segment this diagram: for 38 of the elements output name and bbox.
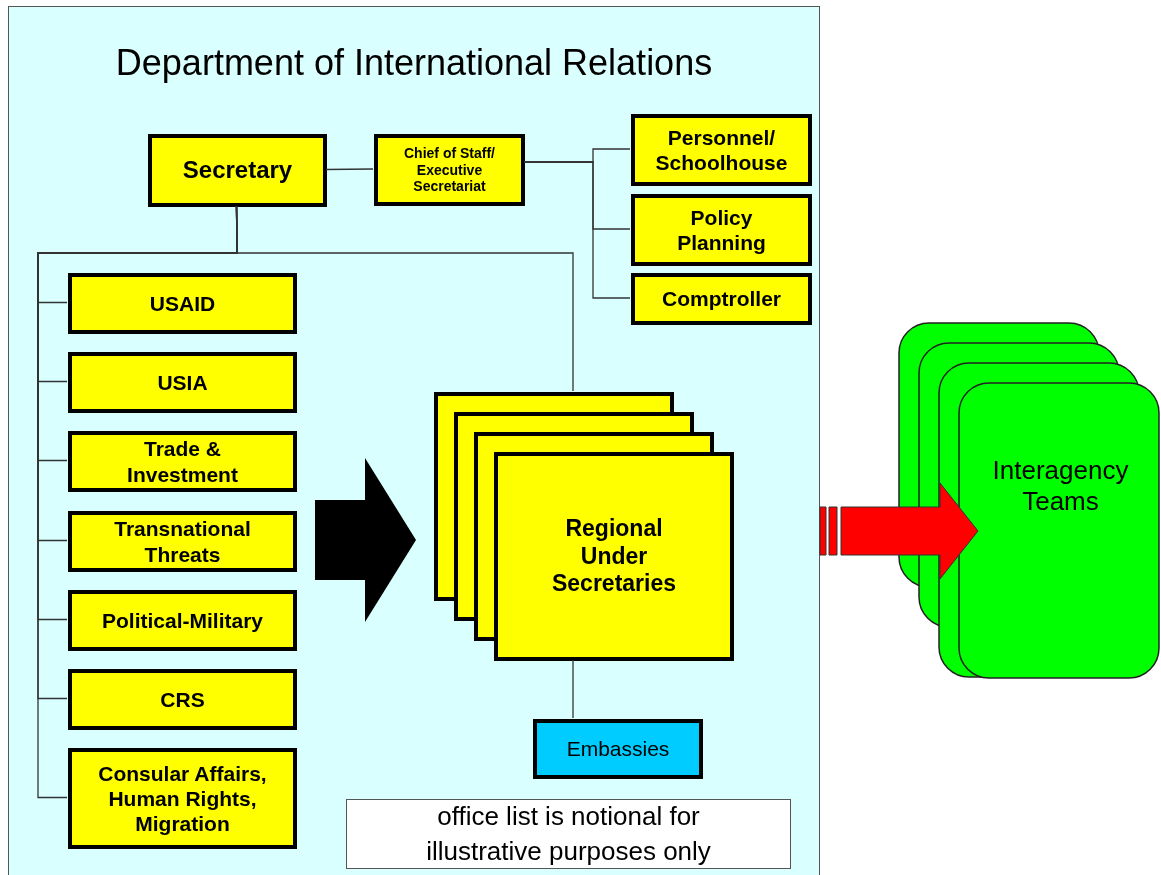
office-box bbox=[533, 719, 703, 779]
org-box bbox=[374, 134, 525, 206]
stacked-boxes bbox=[434, 392, 734, 661]
box-label: Embassies bbox=[565, 736, 671, 762]
org-box bbox=[68, 748, 297, 849]
box-label: Political-Military bbox=[100, 607, 264, 634]
note-text: office list is notional for illustrative purposes only bbox=[425, 799, 712, 868]
org-box bbox=[631, 114, 812, 186]
box-label: Policy Planning bbox=[676, 204, 767, 256]
department-panel bbox=[8, 6, 820, 875]
org-box bbox=[68, 431, 297, 492]
box-label: Secretary bbox=[181, 156, 294, 185]
org-box bbox=[68, 511, 297, 572]
note-box bbox=[346, 799, 791, 869]
org-box bbox=[148, 134, 327, 207]
org-box bbox=[68, 590, 297, 651]
box-label: Interagency Teams bbox=[991, 454, 1130, 518]
box-label: Regional Under Secretaries bbox=[550, 515, 677, 598]
box-label: Comptroller bbox=[661, 286, 782, 312]
box-label: Chief of Staff/ Executive Secretariat bbox=[403, 144, 496, 196]
box-label: USAID bbox=[148, 290, 217, 317]
box-label: Trade & Investment bbox=[126, 436, 239, 487]
box-label: CRS bbox=[159, 686, 206, 713]
stacked-cards bbox=[898, 322, 1161, 680]
block-arrow bbox=[819, 482, 979, 580]
connector-line bbox=[572, 659, 574, 719]
org-box bbox=[631, 194, 812, 266]
box-label: Personnel/ Schoolhouse bbox=[654, 124, 789, 176]
org-box bbox=[68, 352, 297, 413]
box-label: Transnational Threats bbox=[113, 516, 252, 567]
box-label: USIA bbox=[156, 369, 209, 396]
org-box bbox=[631, 273, 812, 325]
org-box bbox=[68, 273, 297, 334]
connector-line bbox=[235, 205, 574, 392]
panel-title: Department of International Relations bbox=[115, 41, 713, 85]
org-box bbox=[68, 669, 297, 730]
box-label: Consular Affairs, Human Rights, Migration bbox=[97, 760, 268, 837]
block-arrow bbox=[315, 458, 416, 622]
